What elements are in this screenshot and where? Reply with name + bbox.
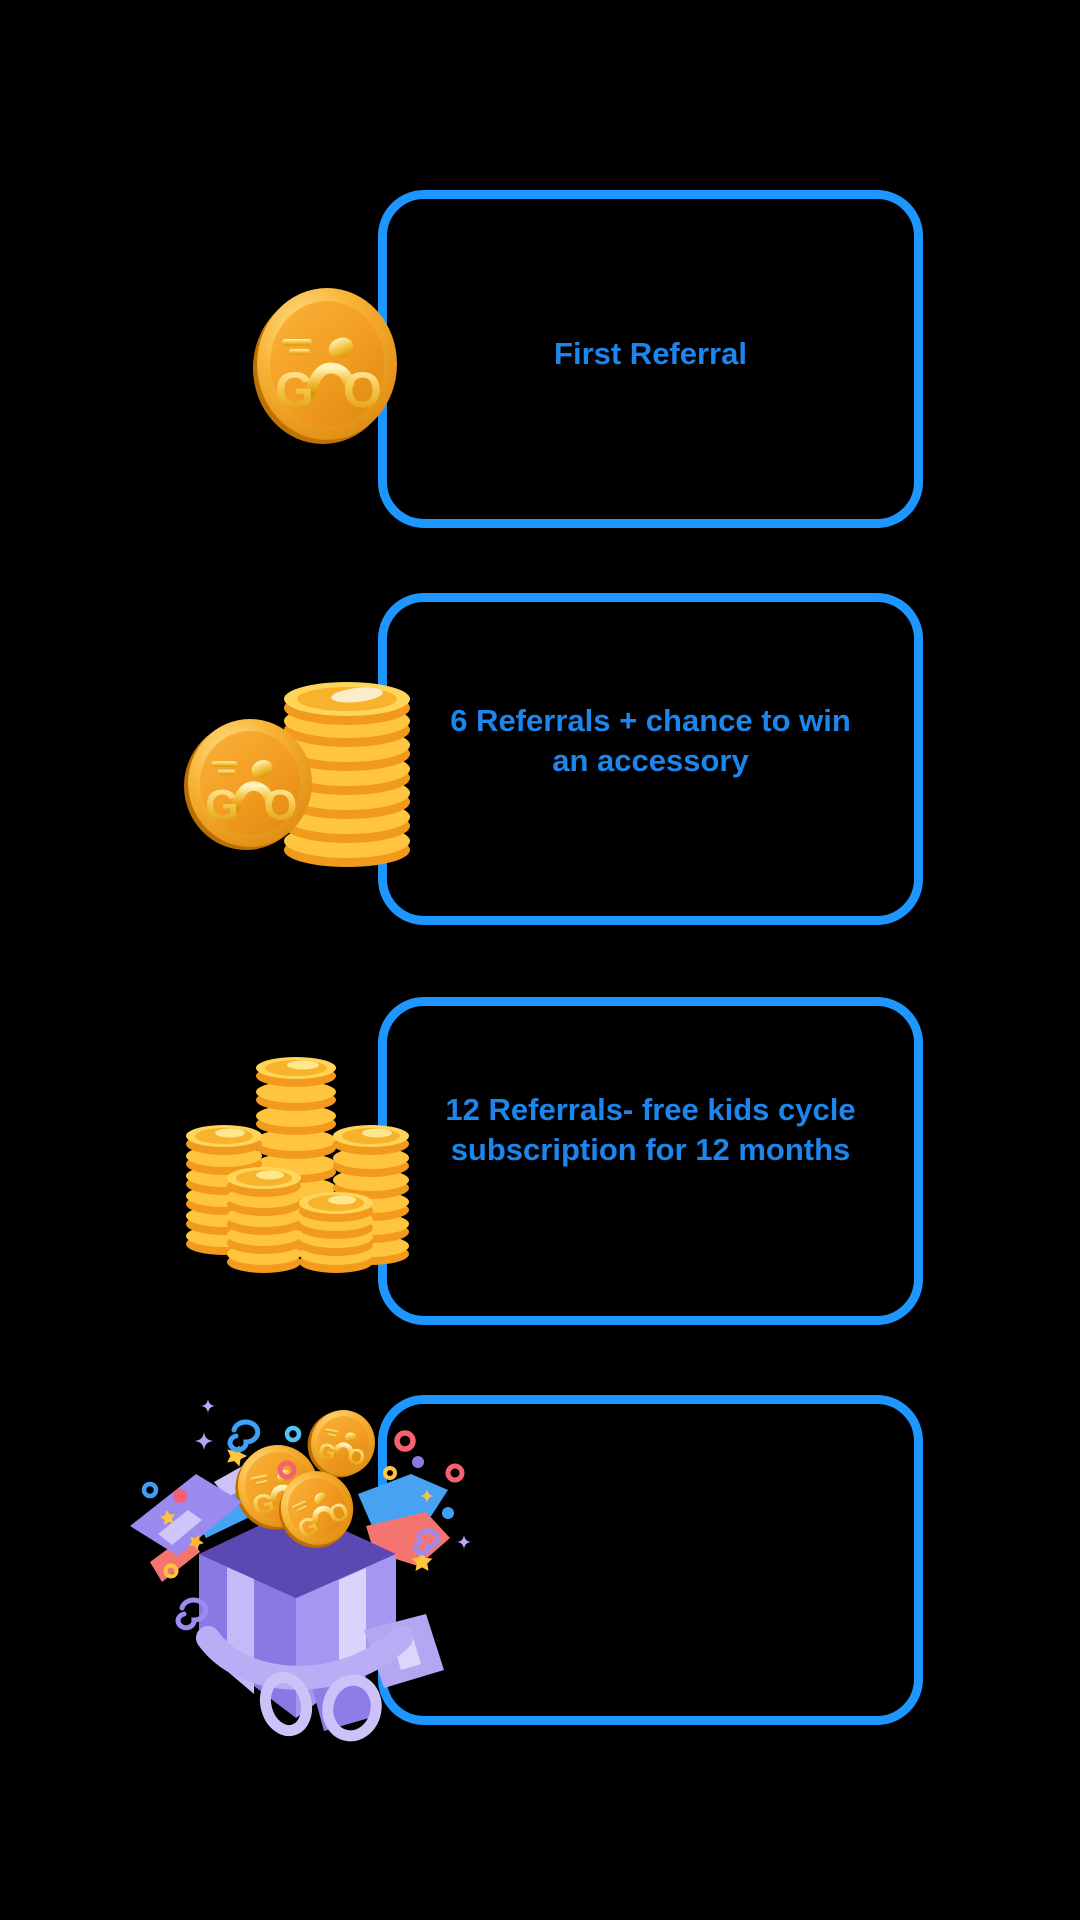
gift-box-interior bbox=[199, 1508, 396, 1598]
go-coin-icon: G O bbox=[253, 288, 397, 444]
reward-card-title: 12 Referrals- free kids cycle subscripti… bbox=[445, 1090, 855, 1170]
title-line: 6 Referrals + chance to win bbox=[450, 703, 851, 738]
reward-card-six-referrals: 6 Referrals + chance to win an accessory bbox=[378, 593, 923, 925]
gold-coin bbox=[184, 719, 312, 850]
title-line: an accessory bbox=[552, 743, 749, 778]
coin-pile bbox=[186, 1057, 409, 1273]
gold-coin bbox=[253, 288, 397, 444]
title-line: 12 Referrals- free kids cycle bbox=[445, 1092, 856, 1127]
reward-card-first-referral: First Referral bbox=[378, 190, 923, 528]
gift-box-coins-icon: G O bbox=[130, 1399, 471, 1742]
coin-stack-icon: G O bbox=[184, 682, 410, 867]
title-line: First Referral bbox=[554, 336, 747, 371]
confetti bbox=[141, 1399, 471, 1628]
title-line: subscription for 12 months bbox=[450, 1132, 851, 1167]
reward-card-title: First Referral bbox=[554, 334, 747, 374]
flying-coins bbox=[235, 1410, 376, 1548]
ribbon-swirl bbox=[196, 1626, 413, 1742]
reward-card-title: 6 Referrals + chance to win an accessory bbox=[450, 701, 851, 781]
coin-pile-icon bbox=[186, 1057, 409, 1273]
reward-card-twelve-referrals: 12 Referrals- free kids cycle subscripti… bbox=[378, 997, 923, 1325]
coin-stack bbox=[284, 682, 410, 867]
